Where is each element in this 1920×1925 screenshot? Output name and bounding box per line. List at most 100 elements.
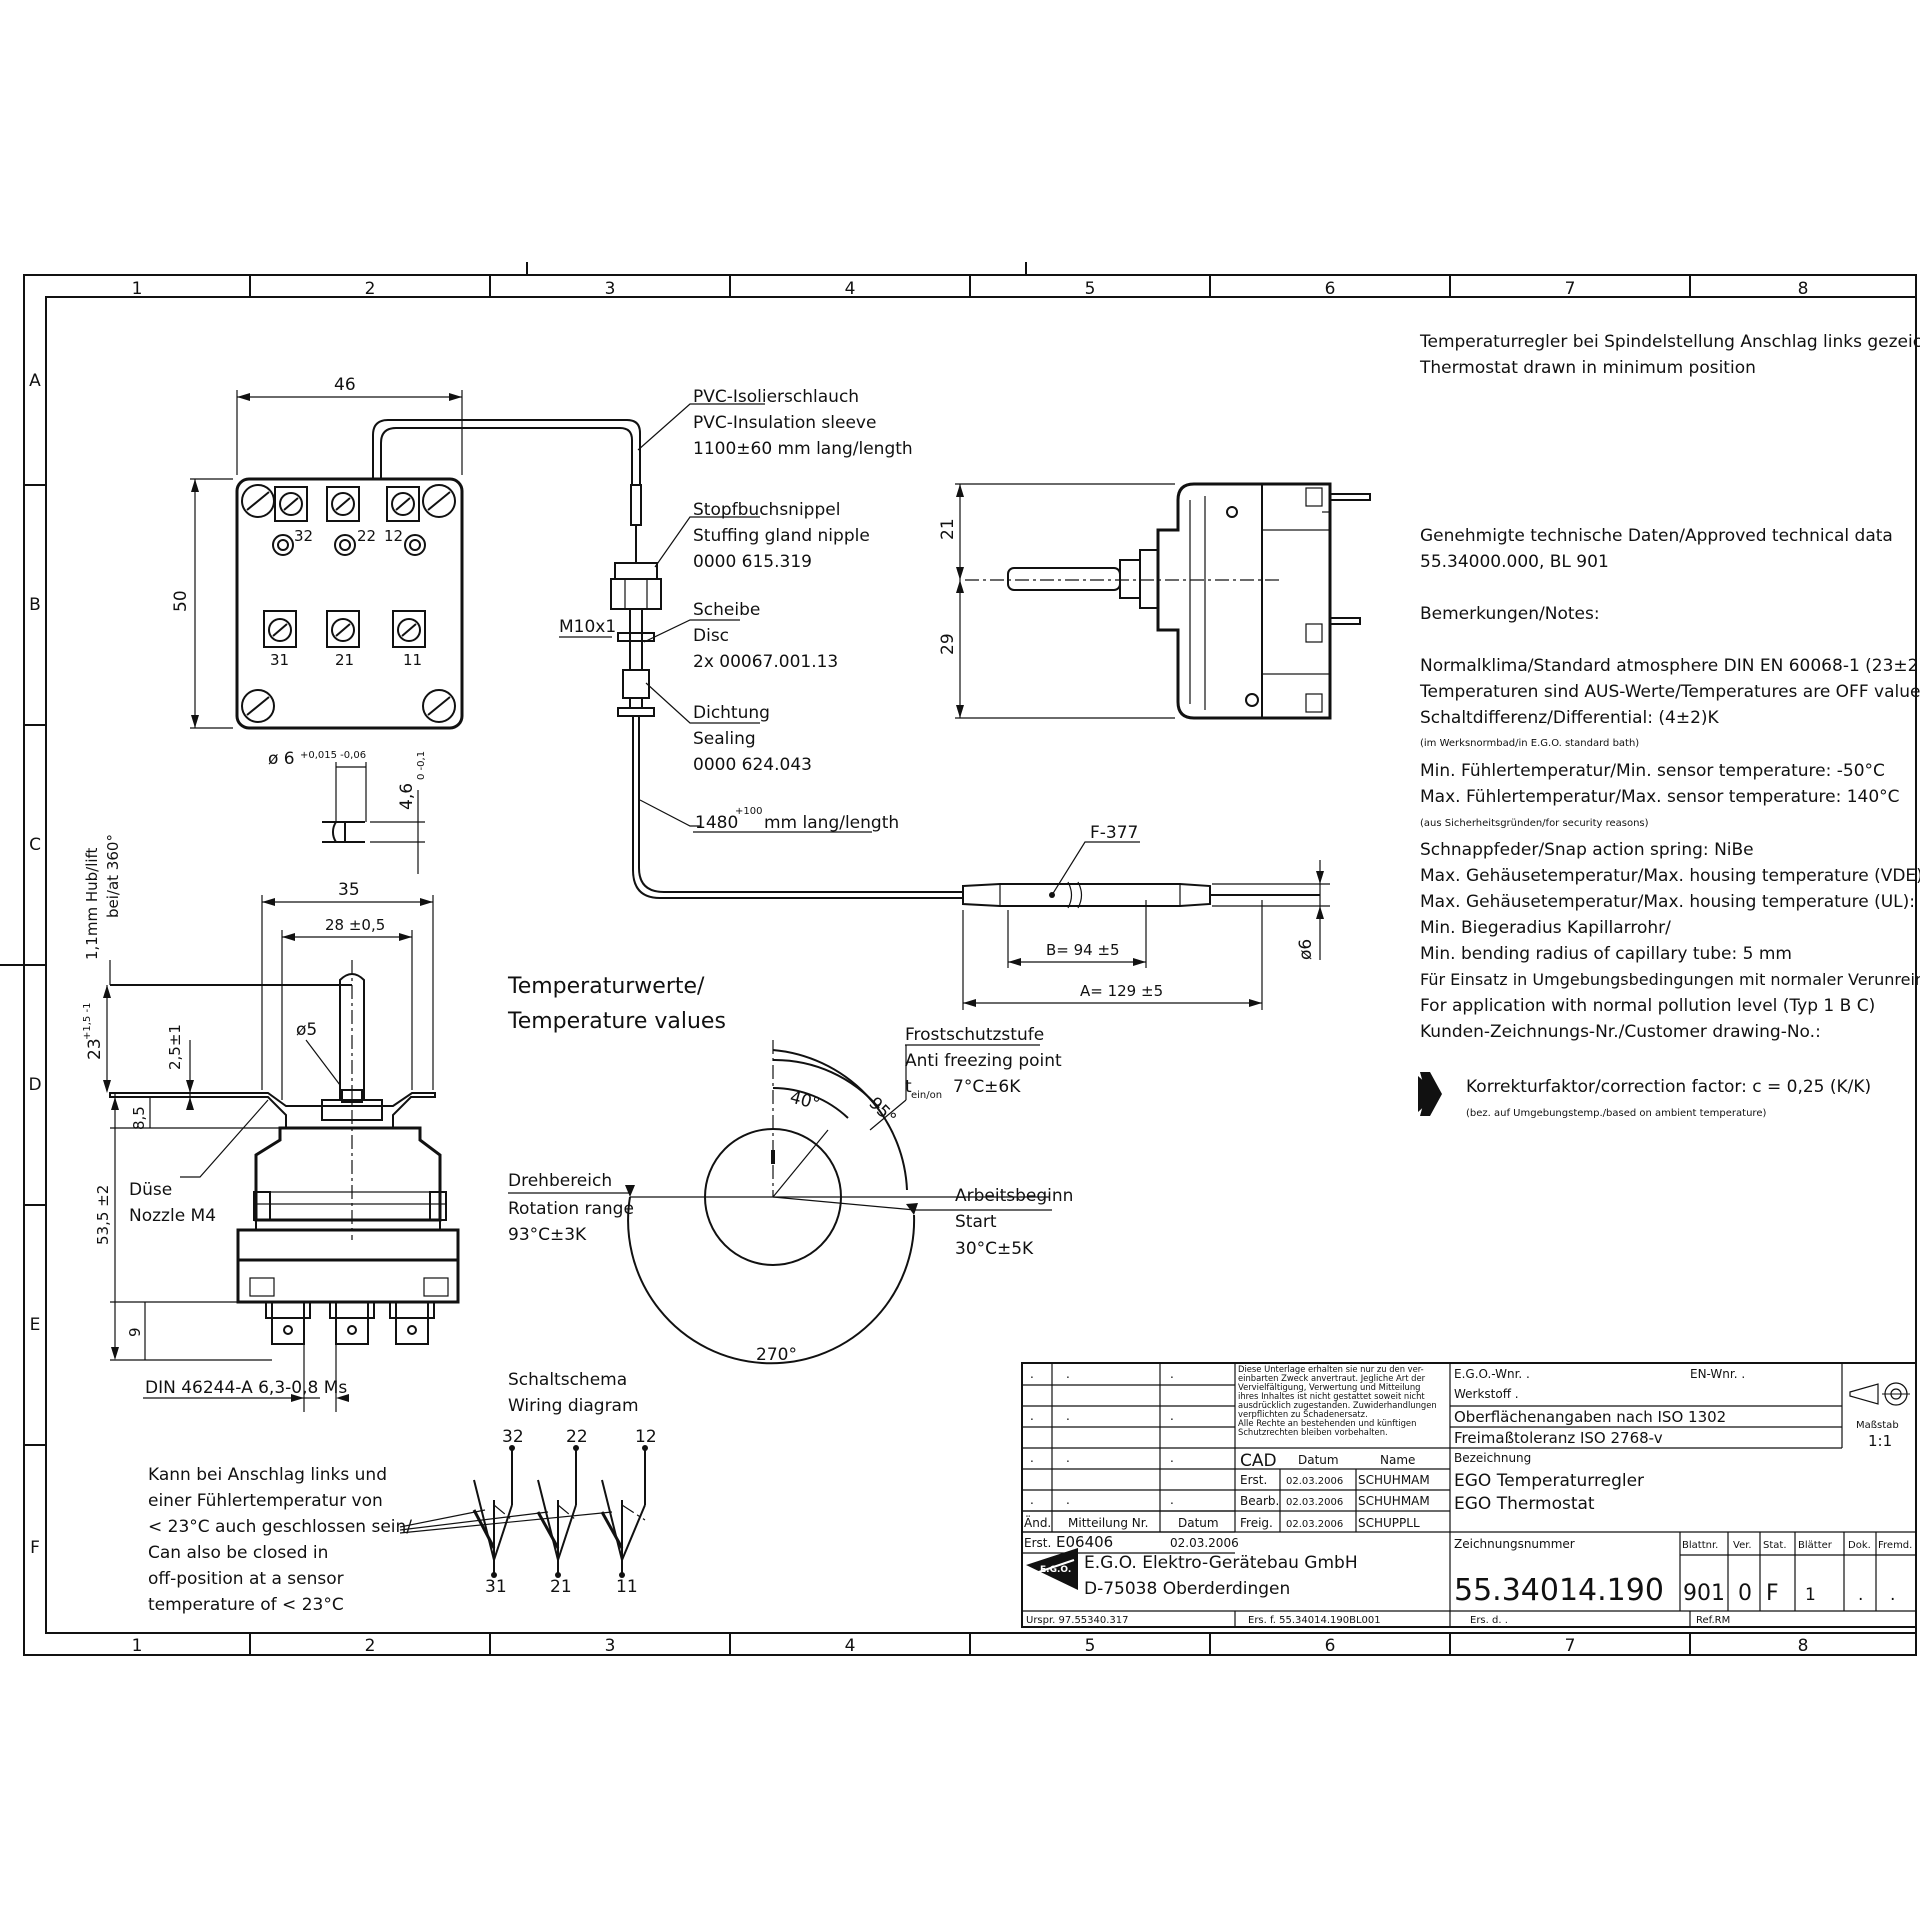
rotation-label: Drehbereich	[508, 1171, 612, 1191]
terminal-label: 21	[335, 651, 354, 669]
wiring-terminal: 21	[550, 1577, 572, 1597]
wiring-terminal: 12	[635, 1427, 657, 1447]
wiring-title: Schaltschema	[508, 1370, 627, 1390]
fremd: .	[1890, 1585, 1895, 1605]
wiring-terminal: 31	[485, 1577, 507, 1597]
blaetter: 1	[1805, 1585, 1816, 1605]
name-erst: SCHUHMAM	[1358, 1473, 1430, 1487]
seal-label: Sealing	[693, 729, 756, 749]
dim-phi5: ø5	[296, 1020, 317, 1040]
rev-no: E06406	[1056, 1533, 1113, 1551]
pin-dim: ø 6	[268, 749, 295, 769]
h-blatt: Blattnr.	[1682, 1540, 1718, 1551]
note-line: Schaltdifferenz/Differential: (4±2)K	[1420, 708, 1720, 728]
start-label: Arbeitsbeginn	[955, 1186, 1073, 1206]
terminal-label: 31	[270, 651, 289, 669]
dim-23-tol: +1,5 -1	[82, 1003, 93, 1040]
scale: 1:1	[1868, 1432, 1892, 1450]
terminal-label: 11	[403, 651, 422, 669]
col-label: 8	[1798, 1636, 1809, 1656]
col-label: 2	[365, 279, 376, 299]
wiring-terminal: 11	[616, 1577, 638, 1597]
company: E.G.O. Elektro-Gerätebau GmbH	[1084, 1553, 1358, 1573]
row-label: E	[30, 1315, 41, 1335]
capillary-length: 1480	[695, 813, 738, 833]
svg-text:.: .	[1066, 1367, 1070, 1381]
row-label: C	[29, 835, 41, 855]
gland-number: 0000 615.319	[693, 552, 812, 572]
pin-h-tol: 0 -0,1	[416, 751, 427, 780]
wiring-terminal: 32	[502, 1427, 524, 1447]
ego-wnr: E.G.O.-Wnr. .	[1454, 1367, 1530, 1381]
svg-text:.: .	[1170, 1493, 1174, 1507]
din-label: DIN 46244-A 6,3-0,8 Ms	[145, 1378, 347, 1398]
col-label: 4	[845, 1636, 856, 1656]
col-label: 5	[1085, 279, 1096, 299]
row-bearb: Bearb.	[1240, 1494, 1279, 1508]
dim-a: A= 129 ±5	[1080, 982, 1163, 1000]
frost-sub: ein/on	[911, 1090, 942, 1101]
legal-line: Vervielfältigung, Verwertung und Mitteil…	[1238, 1382, 1420, 1392]
dim-2-5: 2,5±1	[166, 1024, 184, 1070]
angle-40: 40°	[788, 1088, 822, 1115]
sensor-ref: F-377	[1090, 823, 1138, 843]
notes-panel: Temperaturregler bei Spindelstellung Ans…	[1418, 332, 1920, 1119]
row-label: B	[29, 595, 41, 615]
legal-line: Diese Unterlage erhalten sie nur zu den …	[1238, 1364, 1424, 1374]
wiring-title: Wiring diagram	[508, 1396, 639, 1416]
side-view: 21 29	[938, 482, 1371, 720]
svg-text:.: .	[1030, 1367, 1034, 1381]
pin-tol: +0,015 -0,06	[300, 750, 366, 761]
pvc-label: PVC-Insulation sleeve	[693, 413, 876, 433]
wiring-note: einer Fühlertemperatur von	[148, 1491, 383, 1511]
legal-line: verpflichten zu Schadenersatz.	[1238, 1409, 1368, 1419]
svg-text:.: .	[1066, 1493, 1070, 1507]
rev-erst: Erst.	[1024, 1536, 1051, 1550]
legal-line: ausdrücklich zugestanden. Zuwiderhandlun…	[1238, 1400, 1437, 1410]
h-ver: Ver.	[1733, 1540, 1752, 1551]
wiring-terminal: 22	[566, 1427, 588, 1447]
row-label: A	[29, 371, 41, 391]
urspr: Urspr. 97.55340.317	[1026, 1615, 1129, 1626]
col-label: 8	[1798, 279, 1809, 299]
frame: 1 2 3 4 5 6 7 8 1 2 3 4 5 6 7 8 A B C D …	[0, 262, 1917, 1656]
dim-50: 50	[171, 590, 191, 612]
capillary-tol: +100	[735, 806, 762, 817]
dim-9: 9	[126, 1327, 144, 1337]
nozzle-label: Nozzle M4	[129, 1206, 216, 1226]
header-note: Temperaturregler bei Spindelstellung Ans…	[1419, 332, 1920, 352]
lift-label: 1,1mm Hub/lift	[83, 847, 101, 960]
svg-text:.: .	[1170, 1367, 1174, 1381]
rev-date: 02.03.2006	[1170, 1536, 1239, 1550]
svg-text:E.G.O.: E.G.O.	[1040, 1565, 1071, 1575]
blatt: 901	[1683, 1581, 1725, 1606]
lift-label: bei/at 360°	[104, 834, 122, 918]
note-line: Für Einsatz in Umgebungsbedingungen mit …	[1420, 970, 1920, 989]
note-line: Max. Gehäusetemperatur/Max. housing temp…	[1420, 892, 1920, 912]
row-erst: Erst.	[1240, 1473, 1267, 1487]
row-freig: Freig.	[1240, 1516, 1273, 1530]
svg-text:.: .	[1030, 1493, 1034, 1507]
top-view: 32 22 12 31 21 11 46 50 ø 6 +0,015 -0,06	[171, 375, 464, 874]
col-label: 1	[132, 279, 143, 299]
wiring-note: temperature of < 23°C	[148, 1595, 344, 1615]
legal-line: Schutzrechten bleiben vorbehalten.	[1238, 1427, 1388, 1437]
date-freig: 02.03.2006	[1286, 1519, 1343, 1530]
projection-icon	[1849, 1382, 1910, 1406]
drawing-number: 55.34014.190	[1454, 1573, 1664, 1608]
tolerance: Freimaßtoleranz ISO 2768-v	[1454, 1429, 1663, 1447]
disc-number: 2x 00067.001.13	[693, 652, 838, 672]
note-line: Schnappfeder/Snap action spring: NiBe	[1420, 840, 1754, 860]
dim-8-5: 8,5	[130, 1106, 148, 1130]
note-line: Max. Gehäusetemperatur/Max. housing temp…	[1420, 866, 1920, 886]
header-note: Thermostat drawn in minimum position	[1419, 358, 1756, 378]
dim-46: 46	[334, 375, 356, 395]
col-label: 3	[605, 279, 616, 299]
name-bearb: SCHUHMAM	[1358, 1494, 1430, 1508]
thread-label: M10x1	[559, 617, 616, 637]
dim-35: 35	[338, 880, 360, 900]
col-label: 1	[132, 1636, 143, 1656]
note-small: (im Werksnormbad/in E.G.O. standard bath…	[1420, 738, 1639, 749]
